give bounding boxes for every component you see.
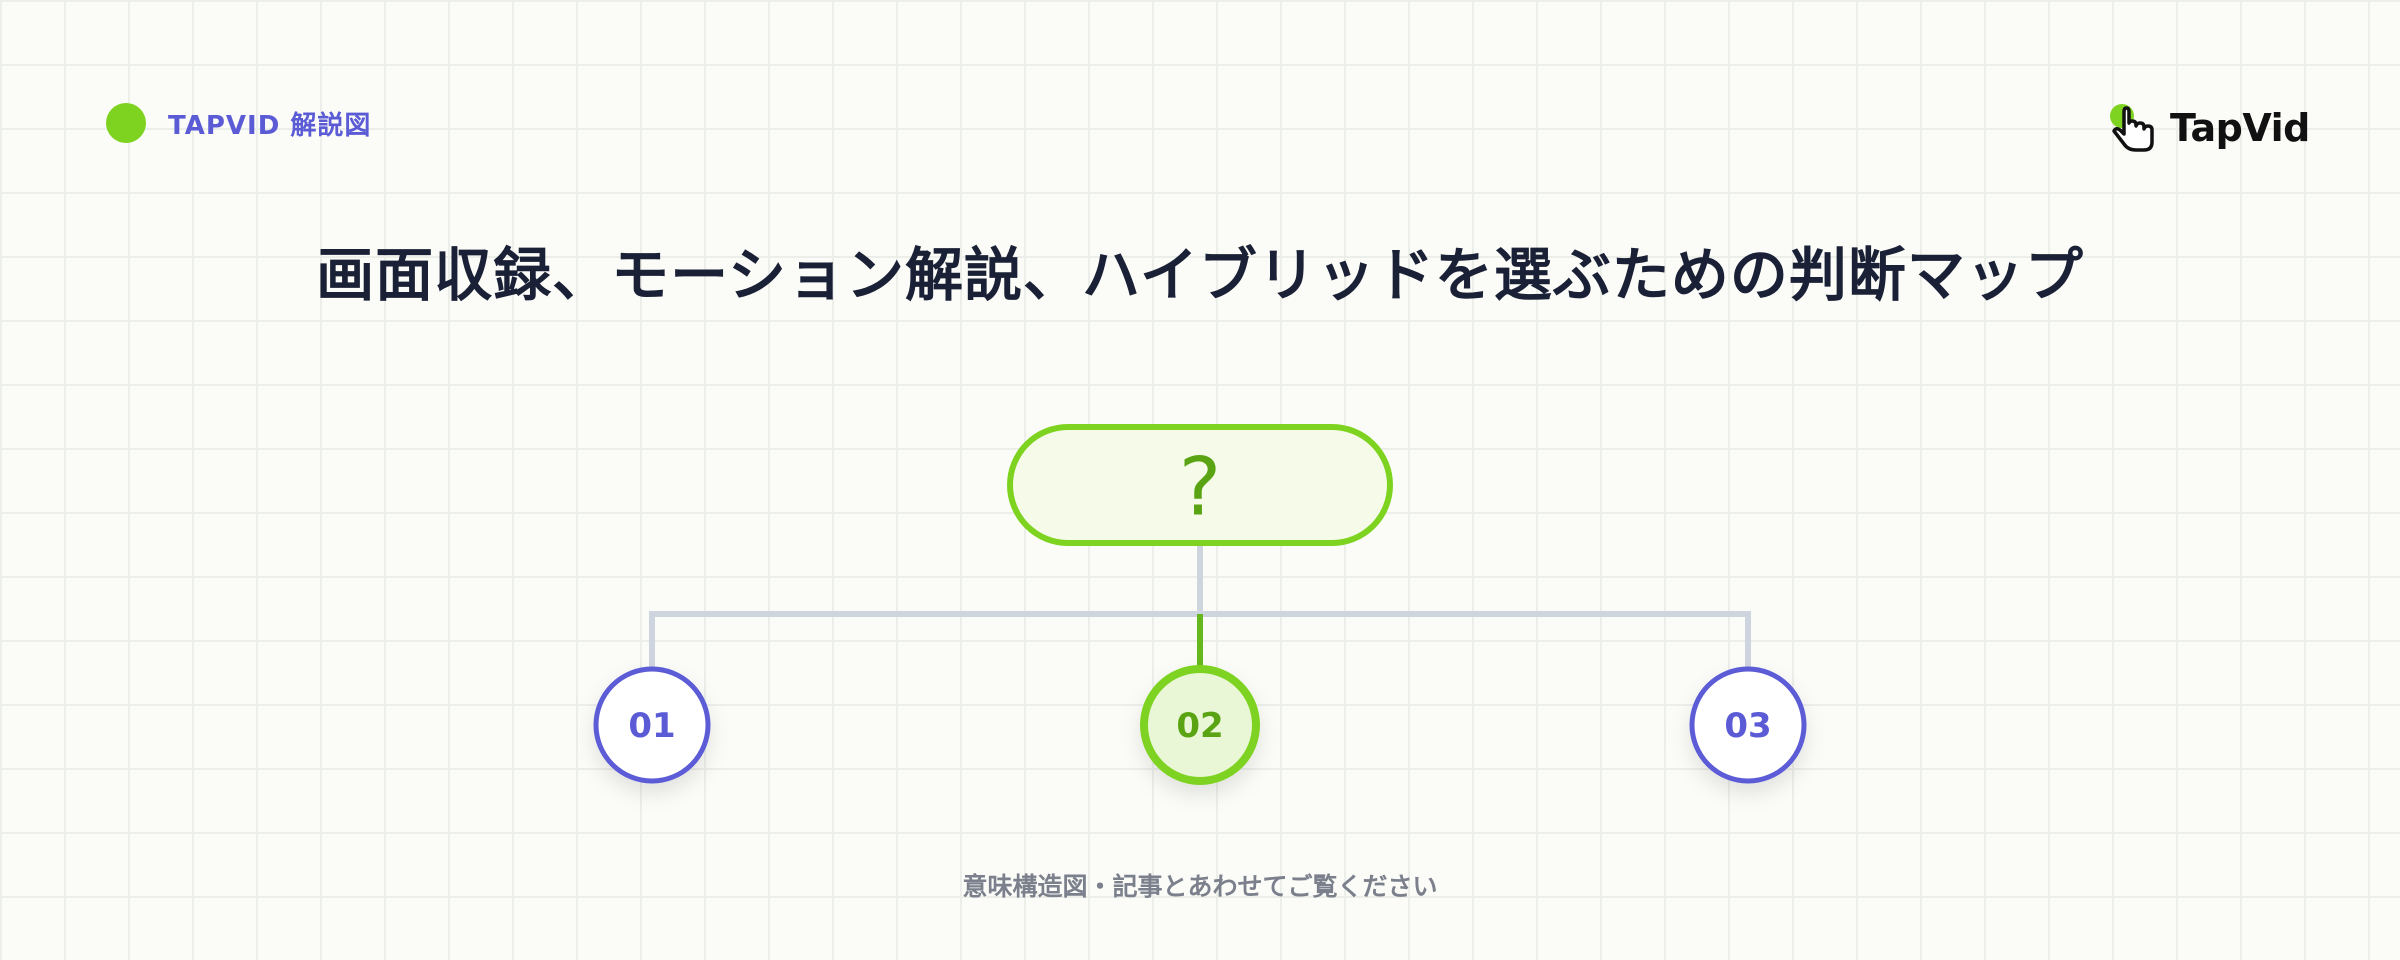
brand-dot-icon	[106, 103, 146, 143]
option-node-02-label: 02	[1176, 706, 1223, 746]
root-question-node	[1007, 424, 1393, 546]
page-title: 画面収録、モーション解説、ハイブリッドを選ぶための判断マップ	[316, 241, 2084, 309]
brand-tag-label: TAPVID 解説図	[168, 110, 372, 141]
root-question-label: ?	[1179, 441, 1221, 534]
option-node-01-label: 01	[628, 706, 675, 746]
brand-tag: TAPVID 解説図	[106, 103, 371, 143]
footer-caption: 意味構造図・記事とあわせてご覧ください	[962, 872, 1438, 901]
option-node-03-label: 03	[1724, 706, 1771, 746]
tapvid-logo: TapVid	[2104, 98, 2310, 158]
option-node-03	[1689, 666, 1807, 784]
option-node-01	[593, 666, 711, 784]
tap-hand-icon	[2110, 104, 2154, 152]
logo-wordmark: TapVid	[2170, 106, 2310, 150]
option-node-02	[1140, 665, 1260, 785]
